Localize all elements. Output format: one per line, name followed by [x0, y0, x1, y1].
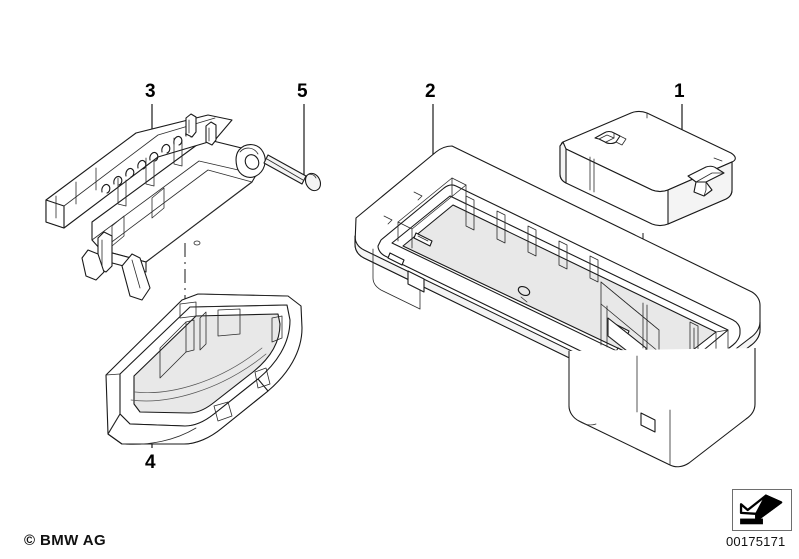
- part2-left-clip-marks: [383, 191, 423, 225]
- callout-number-2: 2: [425, 81, 436, 102]
- part5-pin-head: [304, 172, 322, 192]
- part2-left-internal-walls: [397, 177, 467, 249]
- part3-base-inner-edge: [91, 160, 248, 241]
- part-5-retaining-pin: [263, 154, 322, 192]
- drawing-number: 00175171: [726, 534, 786, 549]
- part3-clip-fingers: [185, 113, 217, 146]
- part4-left-wall-edge: [105, 373, 121, 376]
- part2-deep-box-bottom: [578, 420, 597, 426]
- callout-number-4: 4: [145, 452, 156, 473]
- part3-upper-channel-front: [45, 199, 65, 229]
- part4-bottom-foot: [121, 427, 197, 445]
- part4-interior-sweep2: [130, 353, 267, 402]
- part3-underside-ribs: [111, 187, 165, 247]
- part2-center-partition-top: [600, 281, 660, 331]
- part1-latch-tab-right-edge: [695, 172, 725, 183]
- part1-latch-tab-right-lower: [693, 181, 713, 197]
- part3-plate-parting-line: [145, 181, 253, 263]
- part3-base-front-edge: [100, 169, 253, 251]
- part2-deep-box-tab: [640, 412, 656, 433]
- part4-left-wall-edge2: [107, 413, 121, 435]
- part1-latch-tab-right-lower-edge: [703, 181, 707, 197]
- part2-left-apron: [372, 248, 421, 310]
- callout-number-5: 5: [297, 81, 308, 102]
- part4-inner-floor: [133, 313, 281, 414]
- part3-hinge-eye-bore: [244, 154, 260, 170]
- part2-oval-access-hole: [517, 285, 531, 297]
- part-4-tool-box-insert-tray: [105, 293, 303, 445]
- part-3-tool-holder-bracket: [45, 113, 266, 301]
- callout-number-3: 3: [145, 81, 156, 102]
- callout-number-1: 1: [674, 81, 685, 102]
- part2-divider-ribs: [465, 195, 599, 283]
- part5-pin-shaft-highlight: [266, 158, 304, 181]
- part1-left-end-face: [559, 141, 567, 184]
- part3-hook-tabs: [81, 231, 151, 301]
- part3-partition-walls: [117, 137, 183, 207]
- part4-back-rim2: [197, 293, 289, 297]
- part4-partitions: [159, 301, 241, 379]
- part4-interior-sweep: [134, 347, 263, 393]
- part1-latch-tab-left-edge: [598, 134, 615, 143]
- part5-pin-tip: [263, 154, 269, 164]
- part3-locating-boss: [193, 240, 201, 246]
- part2-left-apron-tab-line: [407, 283, 425, 293]
- part1-top-notch: [713, 157, 723, 162]
- part1-latch-tab-left-notch: [615, 135, 627, 146]
- part4-right-ribs: [213, 315, 283, 422]
- copyright-notice: © BMW AG: [24, 532, 107, 549]
- part5-pin-head-edge: [305, 173, 317, 179]
- viewing-direction-arrow-icon: [732, 489, 792, 531]
- part2-deep-box-front: [568, 348, 756, 468]
- part3-hinge-eye-outer: [235, 144, 266, 178]
- part4-back-rim: [189, 304, 288, 308]
- part2-oval-hole-tail: [520, 296, 528, 303]
- part-2-storage-tray-frame: [354, 145, 761, 468]
- part-1-storage-compartment-cover: [559, 110, 736, 227]
- part4-front-wall: [107, 378, 269, 445]
- part3-hinge-eye-inner-arc: [239, 147, 259, 155]
